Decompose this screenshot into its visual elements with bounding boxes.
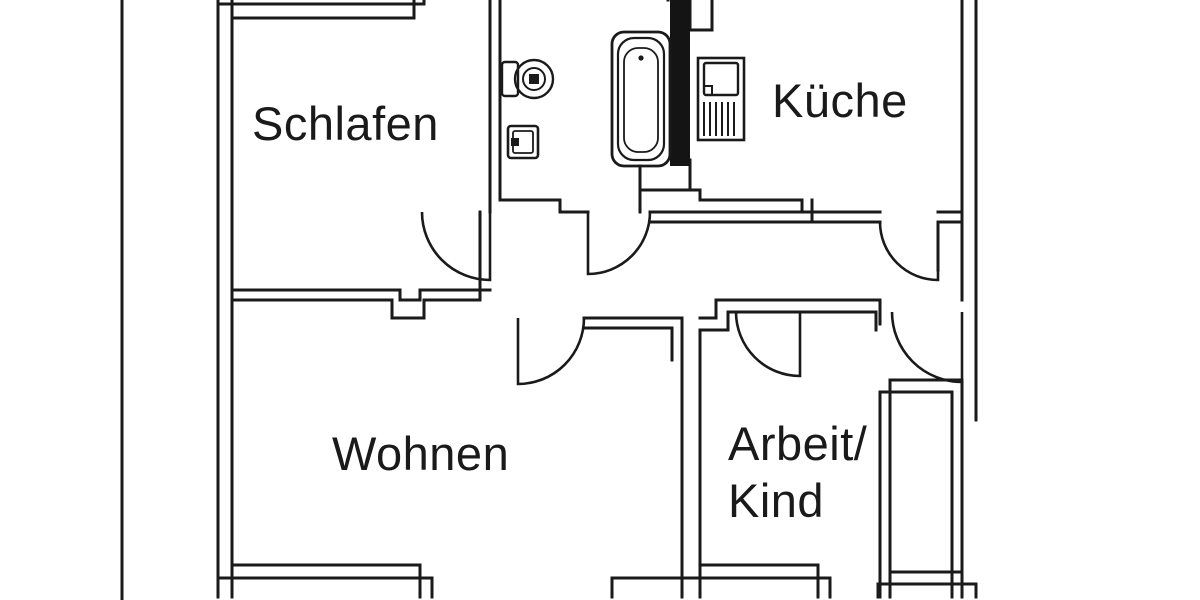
bathroom-fixtures bbox=[500, 30, 672, 168]
bathtub-inner-icon bbox=[623, 47, 659, 153]
wall-wohnen-bottom-inner bbox=[230, 563, 422, 599]
door-swing-entry bbox=[890, 311, 964, 384]
wall-flur-south-left-inner bbox=[582, 326, 674, 362]
wall-bad-bottom-left-step bbox=[498, 198, 590, 214]
kitchen-counter-icon bbox=[696, 56, 746, 142]
wall-kueche-bottom-corner bbox=[688, 188, 702, 202]
door-swing-arbeit bbox=[734, 311, 802, 378]
chimney-shaft bbox=[670, 0, 690, 166]
wall-right-bottom-outer bbox=[876, 582, 978, 599]
door-swing-kueche bbox=[878, 221, 940, 282]
toilet-bowl-inner-icon bbox=[522, 67, 546, 91]
kitchen-fixtures bbox=[696, 56, 746, 142]
door-swing-bad bbox=[586, 211, 652, 276]
wall-entry-right-inner bbox=[878, 390, 954, 599]
wall-arbeit-bottom-outer bbox=[610, 576, 832, 599]
kitchen-sink-icon bbox=[702, 61, 740, 97]
kitchen-sink-drain-icon bbox=[704, 85, 713, 95]
wall-flur-south-step-a bbox=[698, 298, 802, 320]
door-swing-wohnen bbox=[516, 317, 586, 386]
washbasin-drain-icon bbox=[511, 138, 519, 146]
washbasin-icon bbox=[506, 124, 540, 160]
toilet-bowl-icon bbox=[513, 58, 555, 100]
toilet-tank-icon bbox=[500, 60, 520, 98]
door-swings bbox=[420, 211, 964, 386]
room-label-kueche: Küche bbox=[772, 74, 908, 127]
room-label-wohnen: Wohnen bbox=[332, 427, 510, 480]
bathtub-mid-icon bbox=[616, 36, 666, 162]
wall-flur-south-left bbox=[582, 316, 684, 362]
stove-icon bbox=[703, 102, 735, 136]
outer-wall-top-left-face bbox=[216, 0, 426, 6]
room-label-schlafen: Schlafen bbox=[252, 97, 439, 150]
room-label-arbeit-kind: Arbeit/ Kind bbox=[728, 417, 868, 528]
wall-outlines bbox=[216, 0, 978, 599]
wall-schlafen-bottom bbox=[230, 288, 492, 302]
outer-wall-top-left-inner bbox=[230, 0, 416, 20]
wall-arbeit-bottom-inner bbox=[698, 563, 820, 599]
bathtub-drain-icon bbox=[638, 55, 644, 61]
wall-flur-south-step-a-inner bbox=[698, 310, 802, 332]
bathtub-outer-icon bbox=[610, 30, 672, 168]
toilet-drain-icon bbox=[529, 74, 539, 84]
wall-schlafen-bottom-inner bbox=[230, 298, 482, 320]
door-swing-schlafen bbox=[420, 211, 492, 282]
wall-wohnen-bottom-outer bbox=[216, 576, 434, 599]
